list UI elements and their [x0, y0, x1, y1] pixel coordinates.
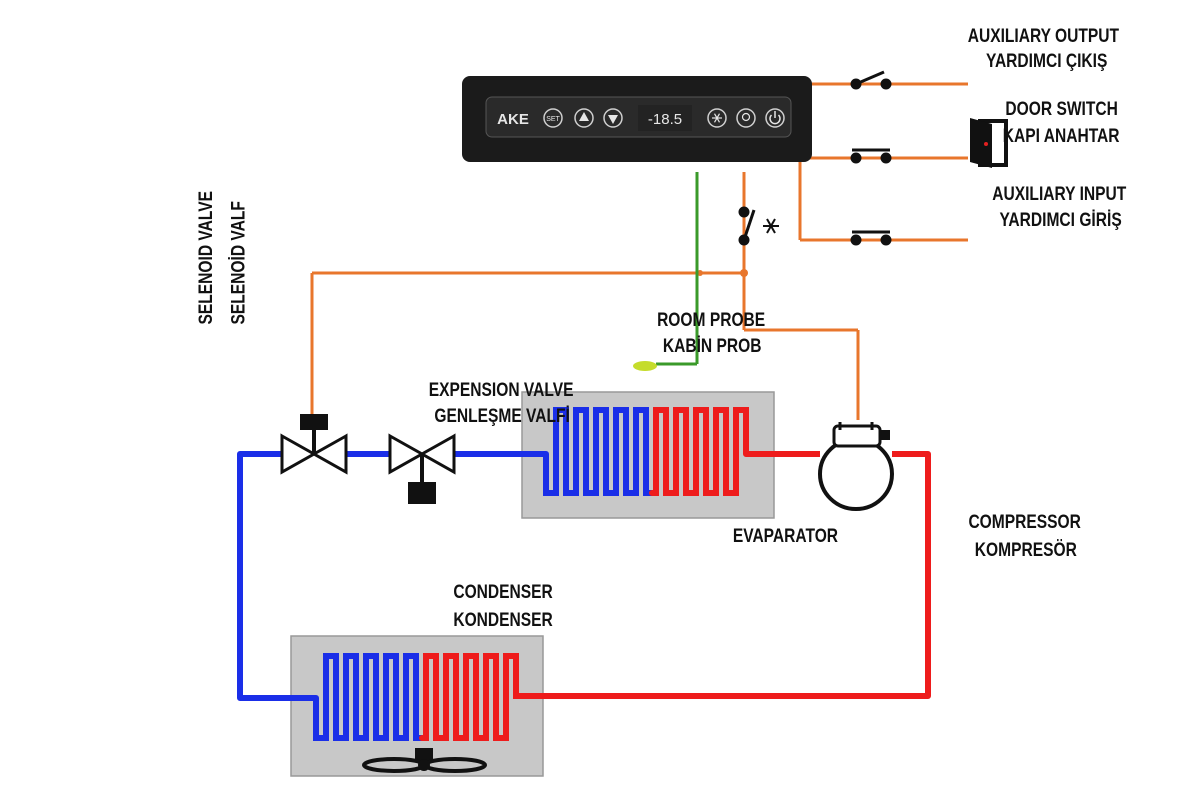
door-icon	[970, 118, 1008, 168]
controller-brand: AKE	[497, 111, 529, 128]
up-button[interactable]	[574, 108, 594, 128]
compressor-label: COMPRESSOR	[968, 511, 1081, 533]
hot-gas-line	[522, 451, 931, 699]
defrost-relay-contact	[738, 206, 756, 246]
temperature-display	[638, 105, 692, 131]
compressor	[818, 422, 894, 511]
solenoid-valve	[280, 414, 348, 475]
defrost-snowflake-icon	[712, 113, 722, 123]
down-button[interactable]	[603, 108, 623, 128]
expansion-valve	[388, 433, 456, 504]
aux-input-label: AUXILIARY INPUT	[992, 183, 1126, 205]
expansion-valve-label-tr: GENLEŞME VALFİ	[434, 405, 570, 427]
set-button[interactable]: SET	[543, 108, 563, 128]
room-probe-sensor	[633, 361, 657, 371]
probe-wire	[656, 172, 699, 366]
solenoid-valve-label-tr: SELENOİD VALF	[227, 201, 249, 324]
power-icon	[769, 111, 781, 125]
door-switch-label-tr: KAPI ANAHTAR	[1003, 125, 1120, 147]
evaporator-label: EVAPARATOR	[733, 525, 839, 547]
aux-output-contact	[850, 70, 892, 90]
room-probe-label-tr: KABİN PROB	[663, 335, 762, 357]
temperature-readout: -18.5	[648, 111, 682, 128]
expansion-valve-label: EXPENSION VALVE	[429, 379, 574, 401]
snowflake-icon	[763, 218, 779, 234]
light-bulb-icon	[741, 112, 751, 122]
liquid-line	[237, 451, 546, 701]
condenser-coil-red	[419, 653, 525, 741]
set-button-label: SET	[546, 116, 560, 123]
door-switch-label: DOOR SWITCH	[1005, 98, 1117, 120]
controller-panel: AKE SET -18.5	[462, 76, 812, 162]
aux-input-contact	[850, 230, 892, 246]
light-button[interactable]	[736, 108, 756, 128]
defrost-button[interactable]	[707, 108, 727, 128]
room-probe-label: ROOM PROBE	[657, 309, 765, 331]
condenser-label-tr: KONDENSER	[453, 609, 553, 631]
aux-output-label: AUXILIARY OUTPUT	[968, 25, 1120, 47]
evaporator-coil-red	[649, 407, 749, 496]
solenoid-valve-label: SELENOID VALVE	[195, 191, 217, 324]
up-arrow-icon	[579, 112, 589, 121]
condenser-coil-blue	[313, 653, 425, 741]
compressor-label-tr: KOMPRESÖR	[975, 539, 1077, 561]
condenser-label: CONDENSER	[453, 581, 553, 603]
aux-input-label-tr: YARDIMCI GİRİŞ	[999, 209, 1121, 231]
condenser-fan-icon	[362, 748, 487, 773]
evaporator-coil-blue	[543, 407, 655, 496]
aux-output-label-tr: YARDIMCI ÇIKIŞ	[986, 50, 1107, 72]
power-button[interactable]	[765, 108, 785, 128]
down-arrow-icon	[608, 115, 618, 124]
door-switch-contact	[850, 148, 892, 164]
